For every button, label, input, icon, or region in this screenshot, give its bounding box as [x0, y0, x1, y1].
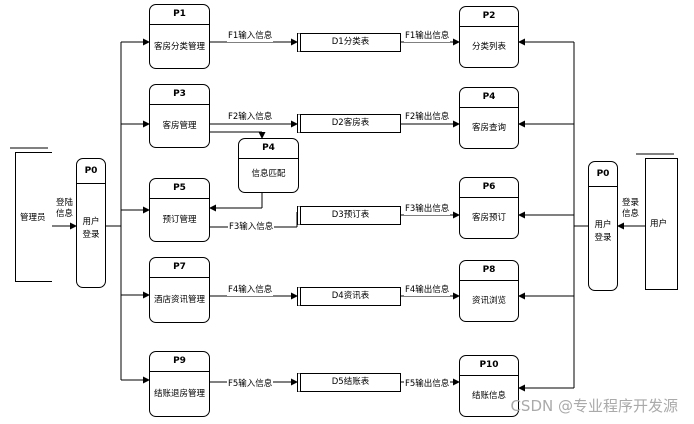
data-store-d4: D4资讯表 [297, 287, 401, 306]
admin-entity: 管理员 [15, 152, 52, 282]
flow-label-f4-out: F4输出信息 [404, 285, 451, 296]
process-id: P7 [150, 258, 209, 278]
process-name: 信息匹配 [251, 168, 286, 179]
process-name: 客房查询 [471, 123, 506, 133]
process-p0-right: P0 用户登录 [588, 161, 618, 291]
process-p8: P8 资讯浏览 [459, 260, 519, 322]
process-p4-match: P4 信息匹配 [238, 138, 299, 193]
flow-label-f4-in: F4输入信息 [227, 285, 274, 296]
process-name: 分类列表 [471, 42, 506, 52]
process-p1: P1 客房分类管理 [149, 4, 210, 69]
process-name: 资讯浏览 [471, 296, 506, 306]
process-p5: P5 预订管理 [149, 178, 210, 242]
process-p4-query: P4 客房查询 [459, 87, 519, 149]
process-name: 客房预订 [471, 213, 506, 223]
process-p3: P3 客房管理 [149, 84, 210, 148]
process-p6: P6 客房预订 [459, 177, 519, 239]
process-id: P3 [150, 85, 209, 105]
user-entity: 用户 [645, 158, 678, 290]
user-login-label: 登录信息 [621, 198, 640, 220]
process-p7: P7 酒店资讯管理 [149, 257, 210, 323]
flow-label-f3-out: F3输出信息 [404, 204, 451, 215]
process-name: 结账退房管理 [153, 389, 205, 399]
data-store-d3: D3预订表 [297, 206, 401, 225]
process-id: P4 [239, 139, 298, 159]
process-id: P4 [460, 88, 518, 108]
flow-label-f2-out: F2输出信息 [404, 112, 451, 123]
flow-label-f3-in: F3输入信息 [228, 222, 275, 233]
process-p9: P9 结账退房管理 [149, 351, 210, 417]
process-id: P0 [589, 162, 617, 187]
process-name: 用户登录 [82, 217, 100, 240]
admin-label: 管理员 [20, 213, 46, 223]
process-name: 用户登录 [594, 220, 612, 243]
data-store-d1: D1分类表 [297, 33, 401, 52]
process-id: P2 [460, 7, 518, 27]
process-id: P5 [150, 179, 209, 199]
process-id: P10 [460, 356, 518, 376]
process-id: P1 [150, 5, 209, 25]
watermark: CSDN @专业程序开发源 [510, 397, 678, 415]
process-name: 客房管理 [162, 121, 197, 131]
process-id: P6 [460, 178, 518, 198]
flow-label-f5-in: F5输入信息 [227, 379, 274, 390]
flow-label-f1-out: F1输出信息 [404, 31, 451, 42]
process-p10: P10 结账信息 [459, 355, 519, 417]
data-store-d2: D2客房表 [297, 114, 401, 133]
process-name: 客房分类管理 [153, 41, 205, 52]
flow-label-f5-out: F5输出信息 [404, 379, 451, 390]
process-name: 酒店资讯管理 [153, 295, 205, 305]
user-label: 用户 [650, 219, 668, 229]
process-name: 预订管理 [162, 215, 197, 225]
process-name: 结账信息 [471, 391, 506, 401]
process-id: P0 [77, 159, 105, 184]
process-id: P9 [150, 352, 209, 372]
process-p0-left: P0 用户登录 [76, 158, 106, 288]
data-store-d5: D5结账表 [297, 373, 401, 392]
process-id: P8 [460, 261, 518, 281]
flow-label-f2-in: F2输入信息 [227, 112, 274, 123]
process-p2: P2 分类列表 [459, 6, 519, 68]
flow-label-f1-in: F1输入信息 [227, 31, 274, 42]
admin-login-label: 登陆信息 [55, 198, 74, 220]
